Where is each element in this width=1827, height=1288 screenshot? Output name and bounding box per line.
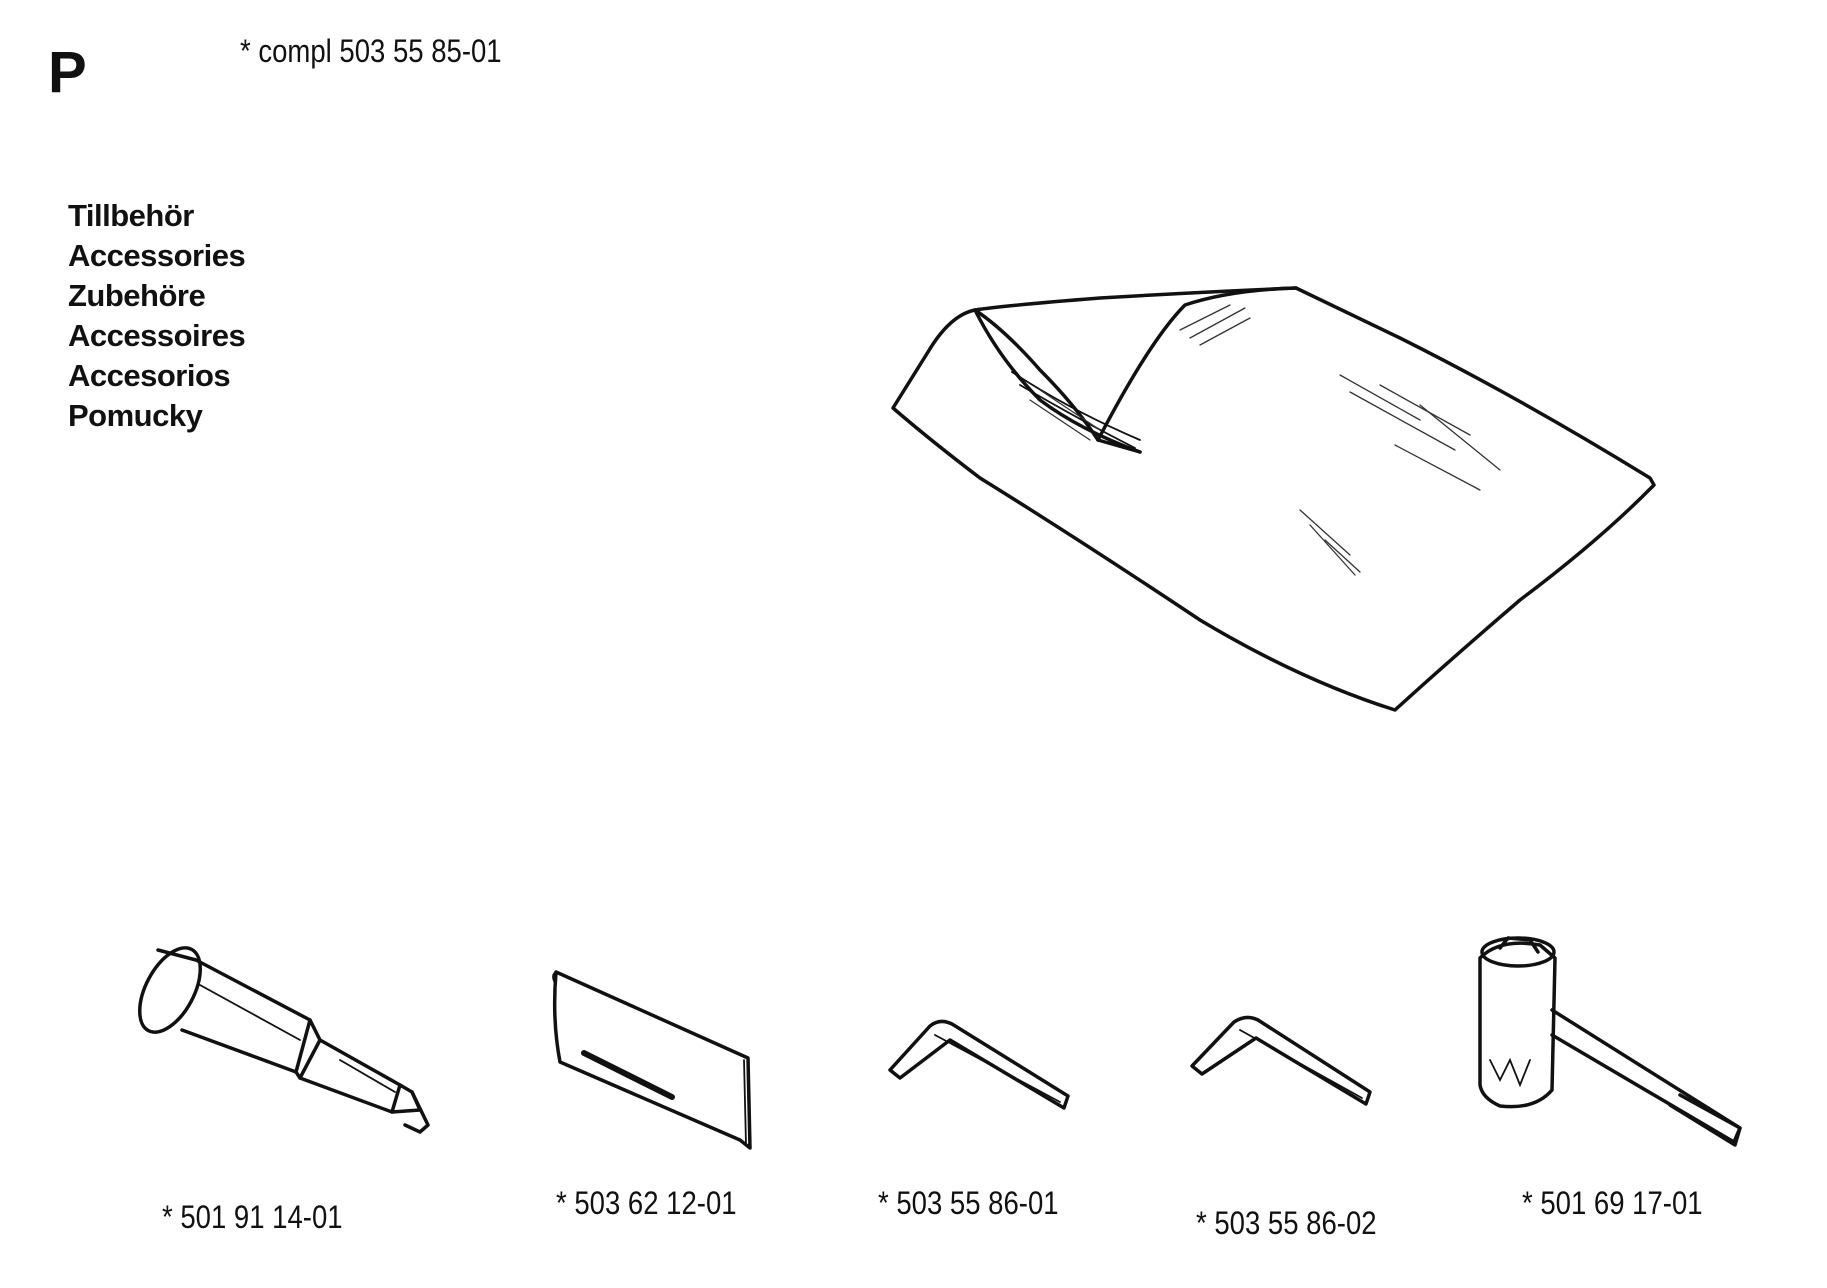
adjuster-tool-icon — [137, 946, 430, 1134]
hex-key-icon — [1190, 1015, 1372, 1106]
heading-czech: Pomucky — [68, 398, 203, 433]
heading-english: Accessories — [68, 238, 246, 273]
part-number-adjuster: * 501 91 14-01 — [162, 1199, 343, 1235]
tool-bag-icon — [891, 286, 1656, 712]
heading-german: Zubehöre — [68, 278, 206, 313]
heading-swedish: Tillbehör — [68, 198, 194, 233]
kit-part-number: * compl 503 55 85-01 — [240, 33, 502, 69]
combination-spanner-icon — [1478, 936, 1742, 1147]
heading-spanish: Accesorios — [68, 358, 231, 393]
part-number-combi-spanner: * 501 69 17-01 — [1522, 1185, 1703, 1221]
part-number-hex-key-1: * 503 55 86-01 — [878, 1185, 1059, 1221]
part-number-hex-key-2: * 503 55 86-02 — [1196, 1205, 1377, 1241]
heading-french: Accessoires — [68, 318, 246, 353]
section-letter: P — [48, 40, 87, 105]
hex-key-icon — [888, 1019, 1070, 1110]
part-number-bar-cover: * 503 62 12-01 — [556, 1185, 737, 1221]
bar-cover-icon — [552, 970, 752, 1150]
accessories-heading-list: Tillbehör Accessories Zubehöre Accessoir… — [68, 196, 246, 436]
